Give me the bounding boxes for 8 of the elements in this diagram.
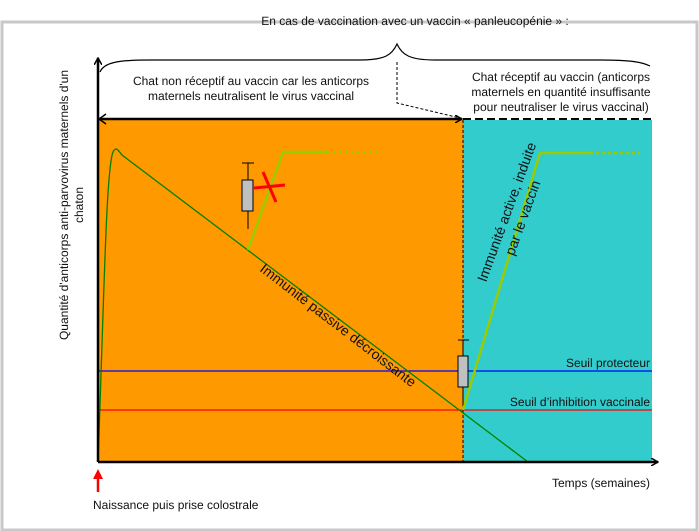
region-label: Chat réceptif au vaccin (anticorps maternels en quantité insuffisante pour neutraliser le virus vaccinal) <box>470 70 652 115</box>
axis-label: Quantité d'anticorps anti-parvovirus maternels d'un chaton <box>57 68 87 342</box>
annotation-text: Naissance puis prise colostrale <box>93 498 260 513</box>
region-label: Chat non réceptif au vaccin car les anticorps maternels neutralisent le virus vaccinal <box>132 74 370 104</box>
heading: En cas de vaccination avec un vaccin « panleucopénie » : <box>260 14 570 29</box>
threshold-label: Seuil protecteur <box>564 356 650 371</box>
axis-label: Temps (semaines) <box>550 476 650 491</box>
threshold-label: Seuil d’inhibition vaccinale <box>508 395 650 410</box>
